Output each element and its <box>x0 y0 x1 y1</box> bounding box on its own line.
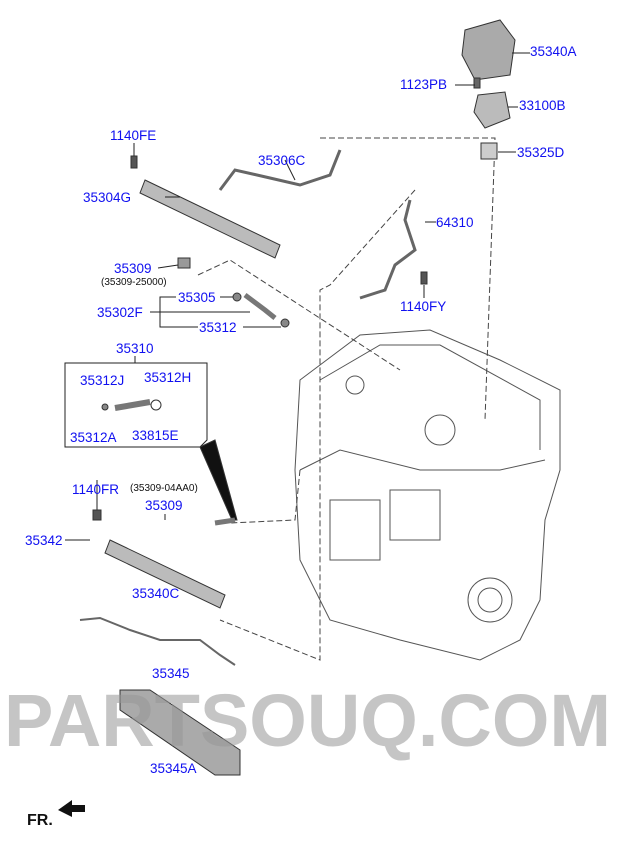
front-direction-label: FR. <box>27 812 53 829</box>
label-35309[interactable]: 35309 <box>114 261 152 276</box>
bolt-1140fr <box>92 509 102 521</box>
label-35304g[interactable]: 35304G <box>83 190 132 205</box>
label-1123pb[interactable]: 1123PB <box>400 77 448 92</box>
harness-35345 <box>79 616 236 666</box>
label-35325d[interactable]: 35325D <box>517 145 565 160</box>
bolt-1140fy <box>420 271 428 285</box>
label-35309-lower[interactable]: 35309 <box>145 498 183 513</box>
label-35312a[interactable]: 35312A <box>70 430 117 445</box>
bolt-1123pb <box>473 77 481 89</box>
label-35340a[interactable]: 35340A <box>530 44 577 59</box>
label-33815e[interactable]: 33815E <box>132 428 179 443</box>
label-64310[interactable]: 64310 <box>436 215 474 230</box>
pipe-64310 <box>359 199 417 300</box>
label-35312[interactable]: 35312 <box>199 320 237 335</box>
label-35305[interactable]: 35305 <box>178 290 216 305</box>
label-35309-partno: (35309-25000) <box>101 277 167 288</box>
front-arrow-icon <box>58 800 85 817</box>
injector-lower <box>214 517 236 526</box>
label-35340c[interactable]: 35340C <box>132 586 180 601</box>
rail-35304g <box>139 179 281 259</box>
label-1140fy[interactable]: 1140FY <box>400 299 447 314</box>
leader-lines <box>65 52 530 541</box>
label-35312h[interactable]: 35312H <box>144 370 192 385</box>
cover-35345a <box>119 689 241 776</box>
label-35345[interactable]: 35345 <box>152 666 190 681</box>
injector-35302f <box>243 293 277 320</box>
label-1140fr[interactable]: 1140FR <box>72 482 120 497</box>
reference-lines <box>197 137 496 661</box>
clip-35309 <box>177 257 191 269</box>
label-35306c[interactable]: 35306C <box>258 153 306 168</box>
label-35310[interactable]: 35310 <box>116 341 154 356</box>
washer-35305 <box>232 292 242 302</box>
label-35302f[interactable]: 35302F <box>97 305 143 320</box>
engine-block <box>294 329 561 661</box>
kit-pointer <box>199 439 238 521</box>
bolt-1140fe <box>130 155 138 169</box>
kit-seal-j <box>101 403 109 411</box>
label-1140fe[interactable]: 1140FE <box>110 128 157 143</box>
pump <box>473 91 511 129</box>
label-33100b[interactable]: 33100B <box>519 98 566 113</box>
watermark: PARTSOUQ.COM <box>4 679 612 762</box>
seal-35312 <box>280 318 290 328</box>
pipe-35306c <box>218 149 342 191</box>
kit-box-35310 <box>64 362 208 448</box>
label-35309-partno-2: (35309-04AA0) <box>130 483 198 494</box>
pump-cover <box>461 19 516 81</box>
kit-injector <box>114 399 151 411</box>
kit-oring <box>150 399 162 411</box>
tappet <box>480 142 498 160</box>
label-35342[interactable]: 35342 <box>25 533 63 548</box>
label-35345a[interactable]: 35345A <box>150 761 197 776</box>
rail-35340c <box>104 539 226 609</box>
label-35312j[interactable]: 35312J <box>80 373 125 388</box>
